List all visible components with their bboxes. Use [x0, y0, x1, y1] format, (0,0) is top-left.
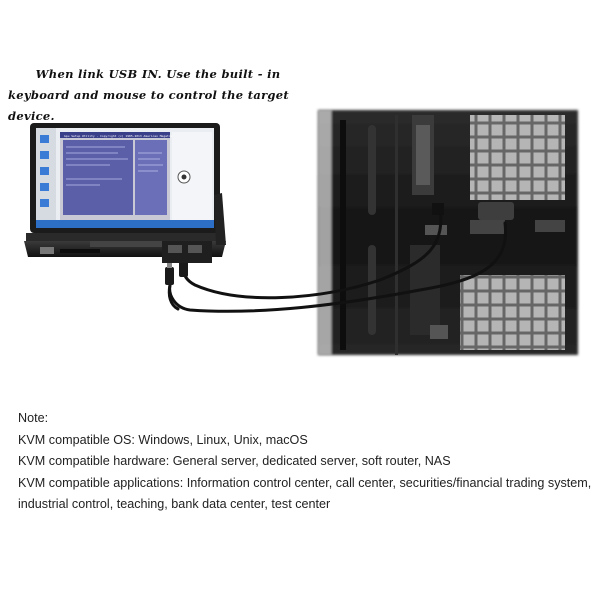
- notes-applications-line-1: KVM compatible applications: Information…: [18, 475, 592, 490]
- bios-window-title: Gpu Setup Utility - Copyright (c) 1985-2…: [64, 134, 189, 138]
- kvm-cables: [167, 203, 508, 313]
- server-rack: [318, 110, 578, 355]
- caption-line-2: keyboard and mouse to control the target…: [8, 88, 290, 123]
- notes-hardware: KVM compatible hardware: General server,…: [18, 454, 451, 468]
- caption: When link USB IN. Use the built - in key…: [8, 64, 308, 127]
- product-photo: Gpu Setup Utility - Copyright (c) 1985-2…: [24, 110, 578, 355]
- notes-applications-line-2: industrial control, teaching, bank data …: [18, 497, 331, 511]
- notes-section: Note: KVM compatible OS: Windows, Linux,…: [18, 408, 592, 516]
- caption-line-1: When link USB IN. Use the built - in: [35, 67, 281, 81]
- notes-heading: Note:: [18, 411, 49, 425]
- kvm-laptop: Gpu Setup Utility - Copyright (c) 1985-2…: [24, 123, 226, 263]
- notes-os: KVM compatible OS: Windows, Linux, Unix,…: [18, 432, 308, 447]
